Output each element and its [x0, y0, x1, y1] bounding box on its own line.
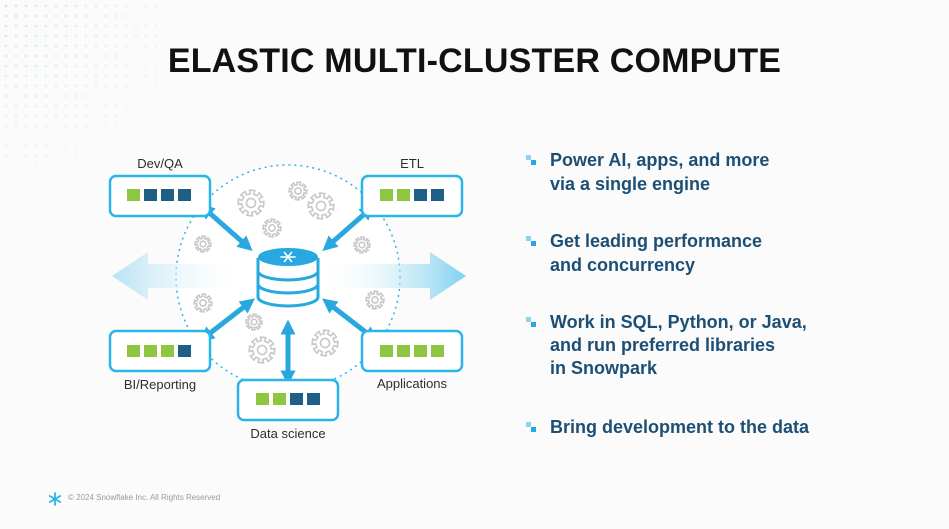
dot-pattern-decoration	[4, 4, 198, 198]
dev-qa-label: Dev/QA	[137, 156, 183, 171]
bullet-square-icon	[526, 422, 536, 432]
gear-icon	[365, 290, 385, 310]
outflow-left-arrow	[112, 252, 248, 300]
bullet-square-icon	[526, 155, 536, 165]
gear-icon	[193, 293, 213, 313]
slide-title: ELASTIC MULTI-CLUSTER COMPUTE	[167, 42, 782, 80]
bi-reporting-arrow	[199, 298, 255, 342]
gear-icon	[307, 192, 335, 220]
gear-icon	[194, 235, 212, 253]
snowflake-icon	[48, 492, 62, 506]
gear-icon	[245, 313, 263, 331]
bullet-square-icon	[526, 317, 536, 327]
gear-icon	[288, 181, 308, 201]
benefit-line: Power AI, apps, and more	[550, 150, 770, 170]
benefit-line: Bring development to the data	[550, 417, 810, 437]
gear-icon	[248, 336, 276, 364]
outflow-right-arrow	[320, 252, 466, 300]
benefit-line: and concurrency	[550, 255, 696, 275]
snowflake-database-icon	[256, 248, 320, 308]
bullet-square-icon	[526, 236, 536, 246]
data-science-box	[236, 378, 340, 422]
benefit-line: in Snowpark	[550, 358, 658, 378]
bi-reporting-label: BI/Reporting	[124, 377, 196, 392]
etl-label: ETL	[400, 156, 424, 171]
gear-icon	[262, 218, 282, 238]
benefit-line: via a single engine	[550, 174, 711, 194]
applications-box	[360, 329, 464, 373]
copyright-text: © 2024 Snowflake Inc. All Rights Reserve…	[68, 493, 221, 502]
bi-reporting-box	[108, 329, 212, 373]
dev-qa-box	[108, 174, 212, 218]
data-science-label: Data science	[250, 426, 325, 441]
gear-icon	[311, 329, 339, 357]
compute-diagram: Dev/QA ETL BI/Reporting Applications Dat…	[108, 156, 466, 441]
benefit-line: Work in SQL, Python, or Java,	[550, 312, 807, 332]
gear-icon	[237, 189, 265, 217]
applications-label: Applications	[377, 376, 448, 391]
benefit-line: Get leading performance	[550, 231, 763, 251]
benefit-line: and run preferred libraries	[550, 335, 776, 355]
etl-box	[360, 174, 464, 218]
etl-arrow	[322, 205, 375, 251]
gear-icon	[353, 236, 371, 254]
dev-qa-arrow	[199, 204, 253, 251]
snowflake-icon	[280, 251, 296, 263]
